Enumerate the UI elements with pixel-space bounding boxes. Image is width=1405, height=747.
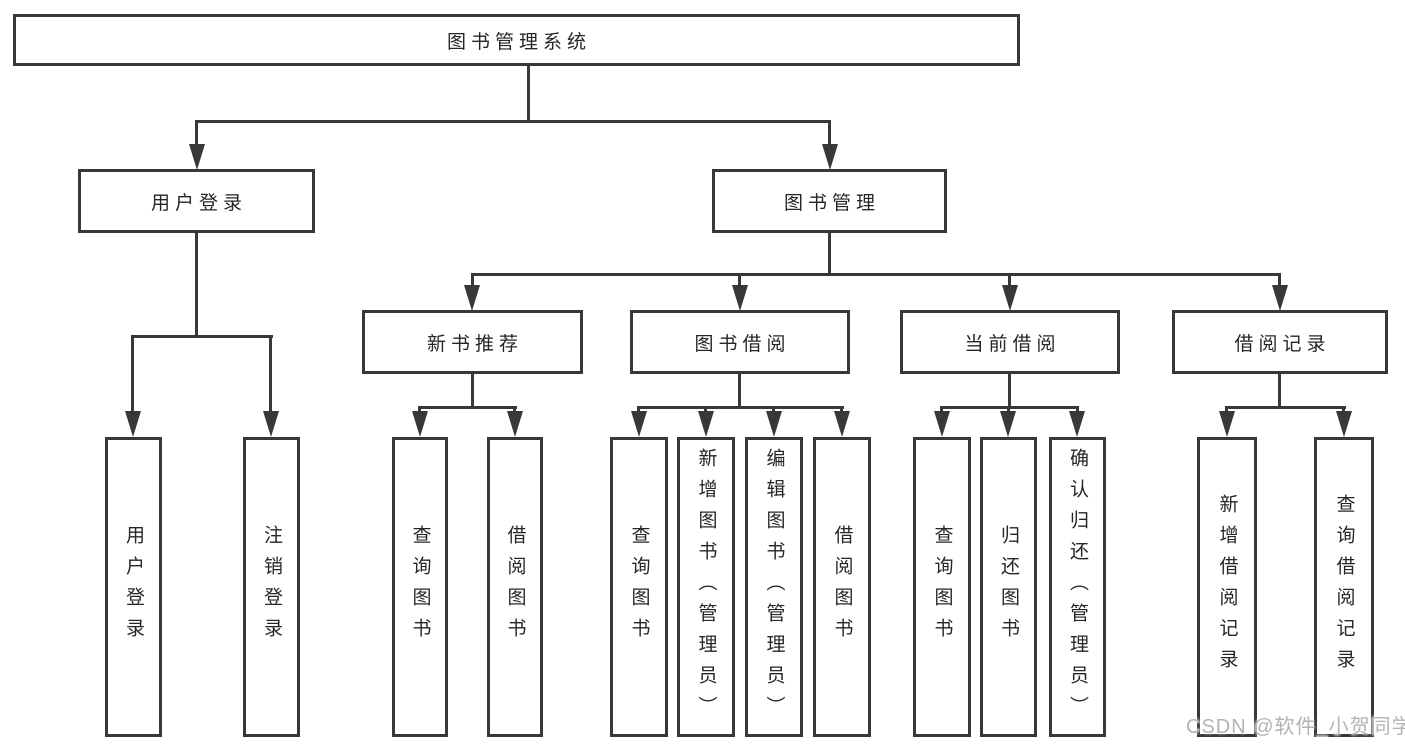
node-label: 图书管理 bbox=[783, 192, 880, 214]
node-label: 用户登录 bbox=[150, 192, 247, 214]
leaf-query-books-current: 查询图书 bbox=[913, 437, 971, 737]
connector-line bbox=[195, 233, 198, 337]
connector-line bbox=[1008, 273, 1011, 291]
connector-line bbox=[471, 374, 474, 408]
leaf-borrow-books-recommend: 借阅图书 bbox=[487, 437, 543, 737]
leaf-logout-login: 注销登录 bbox=[243, 437, 300, 737]
connector-line bbox=[269, 335, 272, 415]
connector-line bbox=[1225, 406, 1346, 409]
leaf-label: 借阅图书 bbox=[831, 525, 853, 649]
leaf-label: 编辑图书（管理员） bbox=[763, 447, 785, 727]
node-library-system: 图书管理系统 bbox=[13, 14, 1020, 66]
node-label: 新书推荐 bbox=[426, 333, 523, 355]
leaf-label: 新增图书（管理员） bbox=[695, 447, 717, 727]
connector-arrow-down bbox=[263, 411, 279, 437]
connector-arrow-down bbox=[934, 411, 950, 437]
node-label: 图书管理系统 bbox=[446, 31, 591, 53]
connector-line bbox=[738, 273, 741, 291]
node-new-book-recommend: 新书推荐 bbox=[362, 310, 583, 374]
connector-line bbox=[840, 406, 843, 414]
connector-arrow-down bbox=[1002, 285, 1018, 311]
connector-arrow-down bbox=[1069, 411, 1085, 437]
connector-arrow-down bbox=[1219, 411, 1235, 437]
connector-line bbox=[828, 233, 831, 276]
node-user-login: 用户登录 bbox=[78, 169, 315, 233]
connector-line bbox=[1008, 374, 1011, 408]
node-book-management: 图书管理 bbox=[712, 169, 947, 233]
connector-line bbox=[1225, 406, 1228, 414]
leaf-label: 借阅图书 bbox=[504, 525, 526, 649]
connector-line bbox=[1278, 273, 1281, 291]
leaf-confirm-return-admin: 确认归还（管理员） bbox=[1049, 437, 1106, 737]
leaf-user-login: 用户登录 bbox=[105, 437, 162, 737]
watermark-text: CSDN @软件_小贺同学 bbox=[1186, 716, 1405, 738]
leaf-label: 新增借阅记录 bbox=[1216, 494, 1238, 680]
leaf-label: 查询图书 bbox=[409, 525, 431, 649]
connector-line bbox=[940, 406, 943, 414]
leaf-label: 查询借阅记录 bbox=[1333, 494, 1355, 680]
connector-arrow-down bbox=[125, 411, 141, 437]
connector-arrow-down bbox=[189, 144, 205, 170]
connector-line bbox=[1007, 406, 1010, 414]
connector-line bbox=[513, 406, 516, 414]
connector-arrow-down bbox=[766, 411, 782, 437]
leaf-add-books-admin: 新增图书（管理员） bbox=[677, 437, 735, 737]
leaf-label: 查询图书 bbox=[931, 525, 953, 649]
connector-line bbox=[195, 120, 831, 123]
connector-arrow-down bbox=[732, 285, 748, 311]
leaf-add-borrow-record: 新增借阅记录 bbox=[1197, 437, 1257, 737]
connector-line bbox=[471, 273, 474, 291]
leaf-edit-books-admin: 编辑图书（管理员） bbox=[745, 437, 803, 737]
connector-line bbox=[738, 374, 741, 408]
connector-line bbox=[637, 406, 844, 409]
connector-line bbox=[772, 406, 775, 414]
connector-line bbox=[527, 66, 530, 122]
connector-arrow-down bbox=[698, 411, 714, 437]
connector-arrow-down bbox=[464, 285, 480, 311]
connector-line bbox=[637, 406, 640, 414]
node-label: 图书借阅 bbox=[694, 333, 791, 355]
node-current-borrowing: 当前借阅 bbox=[900, 310, 1120, 374]
connector-line bbox=[131, 335, 273, 338]
connector-line bbox=[1342, 406, 1345, 414]
leaf-label: 注销登录 bbox=[261, 525, 282, 649]
connector-arrow-down bbox=[822, 144, 838, 170]
connector-line bbox=[418, 406, 421, 414]
connector-line bbox=[1076, 406, 1079, 414]
leaf-label: 确认归还（管理员） bbox=[1067, 447, 1088, 727]
leaf-query-books-borrowing: 查询图书 bbox=[610, 437, 668, 737]
connector-arrow-down bbox=[1000, 411, 1016, 437]
connector-arrow-down bbox=[1272, 285, 1288, 311]
connector-arrow-down bbox=[631, 411, 647, 437]
node-borrowing-records: 借阅记录 bbox=[1172, 310, 1388, 374]
connector-line bbox=[704, 406, 707, 414]
connector-line bbox=[1278, 374, 1281, 408]
leaf-query-borrow-record: 查询借阅记录 bbox=[1314, 437, 1374, 737]
connector-line bbox=[471, 273, 1281, 276]
leaf-label: 归还图书 bbox=[998, 525, 1019, 649]
connector-line bbox=[828, 120, 831, 148]
connector-arrow-down bbox=[1336, 411, 1352, 437]
leaf-label: 查询图书 bbox=[628, 525, 650, 649]
connector-line bbox=[195, 120, 198, 148]
node-label: 当前借阅 bbox=[964, 333, 1061, 355]
leaf-borrow-books-borrowing: 借阅图书 bbox=[813, 437, 871, 737]
connector-line bbox=[131, 335, 134, 415]
leaf-query-books-recommend: 查询图书 bbox=[392, 437, 448, 737]
node-label: 借阅记录 bbox=[1234, 333, 1331, 355]
connector-line bbox=[418, 406, 517, 409]
leaf-label: 用户登录 bbox=[123, 525, 144, 649]
leaf-return-books: 归还图书 bbox=[980, 437, 1037, 737]
connector-arrow-down bbox=[834, 411, 850, 437]
connector-arrow-down bbox=[507, 411, 523, 437]
node-book-borrowing: 图书借阅 bbox=[630, 310, 850, 374]
connector-arrow-down bbox=[412, 411, 428, 437]
